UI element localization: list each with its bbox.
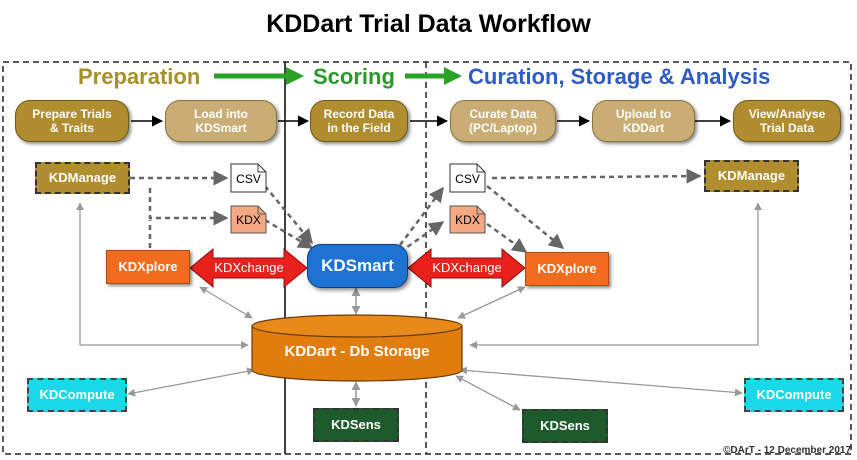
page-title: KDDart Trial Data Workflow [266, 10, 591, 38]
phase-scoring: Scoring [313, 64, 395, 89]
kdcompute-right: KDCompute [744, 378, 844, 412]
csv-label-right: CSV [455, 171, 480, 186]
kdxplore-left: KDXplore [106, 250, 190, 284]
step-curate-data: Curate Data (PC/Laptop) [450, 100, 556, 142]
phase-curation: Curation, Storage & Analysis [468, 64, 771, 89]
kdsmart-node: KDSmart [307, 244, 408, 288]
kdmanage-right: KDManage [704, 160, 799, 192]
kdxchange-label-left: KDXchange [214, 260, 284, 276]
kdx-label-left: KDX [236, 212, 261, 227]
step-view-analyse: View/Analyse Trial Data [733, 100, 841, 142]
kdx-doc-right [449, 205, 486, 234]
db-storage-label: KDDart - Db Storage [284, 343, 430, 360]
phase-preparation: Preparation [78, 64, 201, 89]
step-record-data: Record Data in the Field [310, 100, 408, 142]
csv-doc-left [230, 163, 267, 193]
kdxchange-label-right: KDXchange [432, 260, 502, 276]
outer-frame [2, 61, 852, 455]
step-prepare-trials: Prepare Trials & Traits [15, 100, 129, 142]
csv-doc-right [449, 163, 486, 193]
kdmanage-left: KDManage [35, 162, 130, 194]
db-cylinder [251, 314, 463, 382]
kdx-doc-left [230, 205, 267, 234]
copyright-footer: ©DArT - 12 December 2017 [723, 445, 851, 456]
step-upload-kddart: Upload to KDDart [592, 100, 695, 142]
kdx-label-right: KDX [455, 212, 480, 227]
step-load-kdsmart: Load into KDSmart [165, 100, 277, 142]
kdsens-right: KDSens [522, 409, 608, 443]
kdsens-center: KDSens [313, 408, 399, 442]
csv-label-left: CSV [236, 171, 261, 186]
kdcompute-left: KDCompute [27, 378, 127, 412]
kdxplore-right: KDXplore [525, 252, 609, 286]
